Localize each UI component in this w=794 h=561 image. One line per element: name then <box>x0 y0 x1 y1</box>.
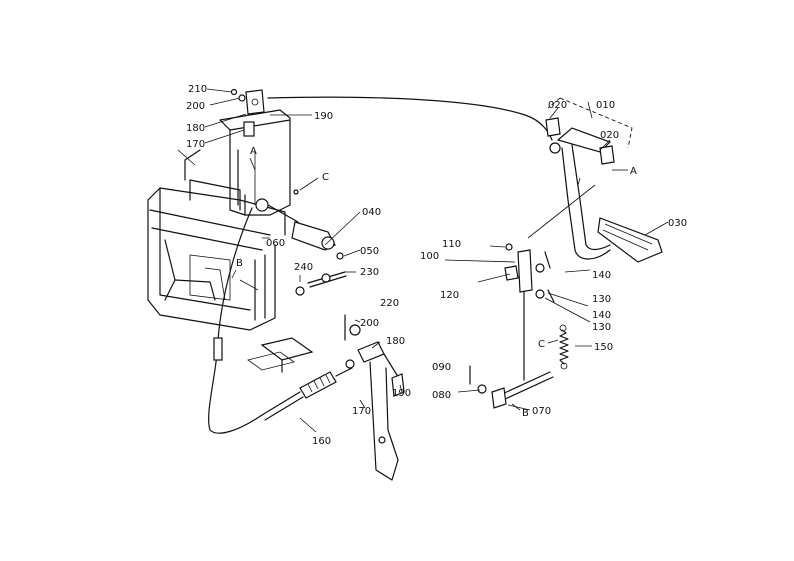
ref-B-right: B <box>522 408 529 419</box>
ref-B-left: B <box>236 258 243 269</box>
callout-110: 110 <box>442 239 461 250</box>
callout-200b: 200 <box>360 318 379 329</box>
callout-180a: 180 <box>186 123 205 134</box>
frame-assembly <box>147 149 286 331</box>
callout-060: 060 <box>266 238 285 249</box>
callout-190a: 190 <box>314 111 333 122</box>
ref-A-left: A <box>250 146 257 157</box>
pedal-assembly <box>527 97 663 263</box>
callout-220: 220 <box>380 298 399 309</box>
callout-210: 210 <box>188 84 207 95</box>
ref-A-right: A <box>630 166 637 177</box>
callout-140a: 140 <box>592 270 611 281</box>
callout-100: 100 <box>420 251 439 262</box>
lower-bracket <box>344 314 405 481</box>
leader-lines <box>204 88 669 433</box>
callout-090: 090 <box>432 362 451 373</box>
rod-group-100 <box>444 243 555 381</box>
callout-130b: 130 <box>592 322 611 333</box>
callout-160: 160 <box>312 436 331 447</box>
lower-support <box>247 337 314 373</box>
reference-letters: A A B B C C <box>236 146 637 419</box>
callout-200a: 200 <box>186 101 205 112</box>
callout-020b: 020 <box>600 130 619 141</box>
callout-050: 050 <box>360 246 379 257</box>
callout-150: 150 <box>594 342 613 353</box>
callout-070: 070 <box>532 406 551 417</box>
callout-170b: 170 <box>352 406 371 417</box>
spring-150 <box>559 324 569 370</box>
callout-010: 010 <box>596 100 615 111</box>
callout-020a: 020 <box>548 100 567 111</box>
upper-bracket <box>219 89 291 216</box>
callout-140b: 140 <box>592 310 611 321</box>
callout-130a: 130 <box>592 294 611 305</box>
callout-190b: 190 <box>392 388 411 399</box>
callout-230: 230 <box>360 267 379 278</box>
arm-040 <box>255 198 344 260</box>
callout-030: 030 <box>668 218 687 229</box>
callout-120: 120 <box>440 290 459 301</box>
ref-C-right: C <box>538 339 545 350</box>
callout-040: 040 <box>362 207 381 218</box>
ref-C-left: C <box>322 172 329 183</box>
callout-080: 080 <box>432 390 451 401</box>
callout-170a: 170 <box>186 139 205 150</box>
shaft-070 <box>469 365 554 409</box>
screw-230 <box>295 271 347 296</box>
cable-160 <box>208 96 553 434</box>
callout-labels: 010 020 020 030 040 050 060 070 080 090 … <box>186 84 687 447</box>
callout-240: 240 <box>294 262 313 273</box>
callout-180b: 180 <box>386 336 405 347</box>
